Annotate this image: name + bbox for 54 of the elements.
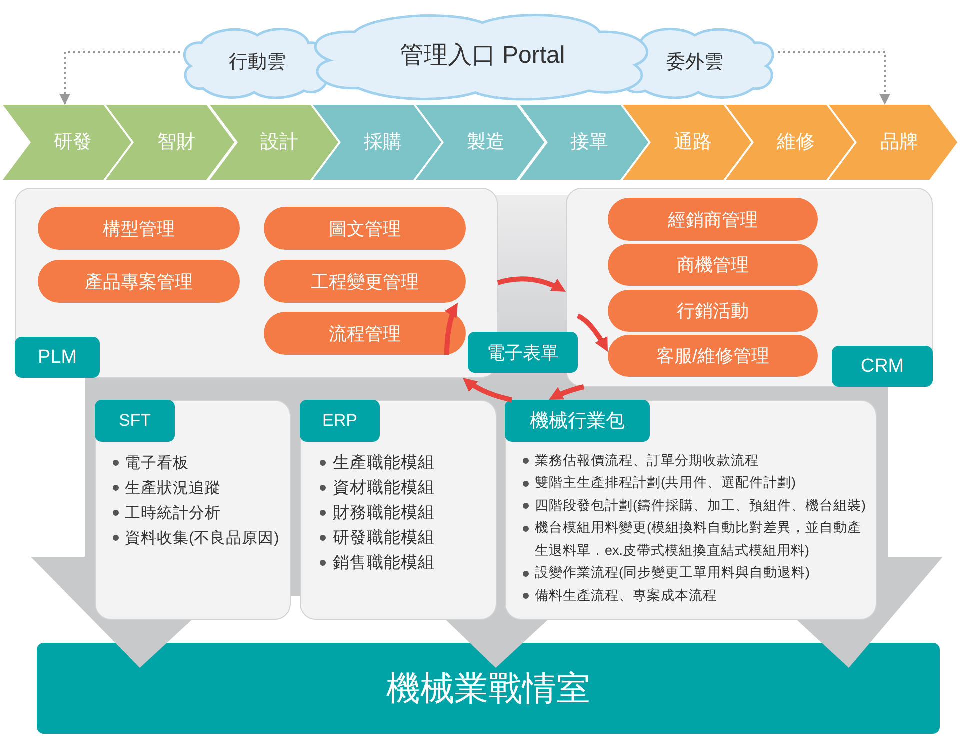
chevron-label: 接單 [570, 130, 608, 154]
chevron-label: 通路 [674, 130, 712, 154]
list-item: 四階段發包計劃(鑄件採購、加工、預組件、機台組裝) [535, 496, 866, 515]
cloud-label: 行動雲 [229, 50, 286, 74]
list-item: 財務職能模組 [333, 502, 435, 524]
chevron-label: 製造 [467, 130, 506, 154]
function-pill: 構型管理 [38, 207, 240, 250]
list-item: 設變作業流程(同步變更工單用料與自動退料) [535, 564, 810, 582]
cloud-label: 委外雲 [666, 50, 724, 74]
list-item: 工時統計分析 [125, 504, 221, 524]
list-item: 研發職能模組 [333, 528, 435, 548]
module-panel [505, 400, 877, 620]
curved-arrow [576, 314, 610, 354]
module-tab: PLM [15, 337, 100, 378]
module-panel [95, 400, 291, 620]
function-pill: 客服/維修管理 [608, 335, 818, 377]
banner-bar: 機械業戰情室 [37, 643, 940, 734]
function-pill: 商機管理 [608, 244, 818, 286]
curved-arrow [461, 376, 513, 402]
function-pill: 工程變更管理 [264, 260, 466, 303]
module-panel [566, 188, 933, 387]
list-item: 生產狀況追蹤 [125, 478, 221, 498]
list-item: 業務估報價流程、訂單分期收款流程 [535, 452, 759, 470]
module-tab: 機械行業包 [505, 400, 650, 442]
chevron-label: 智財 [157, 130, 196, 154]
curved-arrow [548, 384, 585, 402]
function-pill: 產品專案管理 [38, 260, 240, 303]
module-tab: ERP [300, 400, 380, 442]
module-tab: SFT [95, 400, 175, 442]
chevron-label: 採購 [364, 130, 402, 154]
function-pill: 行銷活動 [608, 290, 818, 332]
module-tab: CRM [832, 346, 933, 387]
list-item: 銷售職能模組 [333, 552, 435, 574]
chevron-label: 維修 [777, 130, 816, 154]
curved-arrow [444, 302, 460, 356]
chevron-label: 設計 [260, 130, 299, 154]
list-item: 電子看板 [125, 454, 189, 474]
module-tab: 電子表單 [468, 332, 578, 373]
list-item: 資料收集(不良品原因) [125, 528, 280, 548]
function-pill: 圖文管理 [264, 207, 466, 250]
module-panel [300, 400, 497, 620]
dotted-arrow [778, 51, 890, 105]
curved-arrow [497, 276, 568, 294]
list-item: 資材職能模組 [333, 478, 435, 498]
list-item: 雙階主生產排程計劃(共用件、選配件計劃) [535, 474, 796, 492]
function-pill: 流程管理 [264, 312, 466, 355]
function-pill: 經銷商管理 [608, 198, 818, 241]
chevron-label: 品牌 [880, 130, 918, 154]
chevron-label: 研發 [54, 130, 92, 154]
dotted-arrow [60, 51, 180, 105]
list-item: 機台模組用料變更(模組換料自動比對差異，並自動產生退料單．ex.皮帶式模組換直結式模組用料) [535, 519, 862, 560]
list-item: 備料生產流程、專案成本流程 [535, 586, 717, 605]
cloud-label: 管理入口 Portal [400, 41, 566, 71]
list-item: 生產職能模組 [333, 452, 435, 474]
